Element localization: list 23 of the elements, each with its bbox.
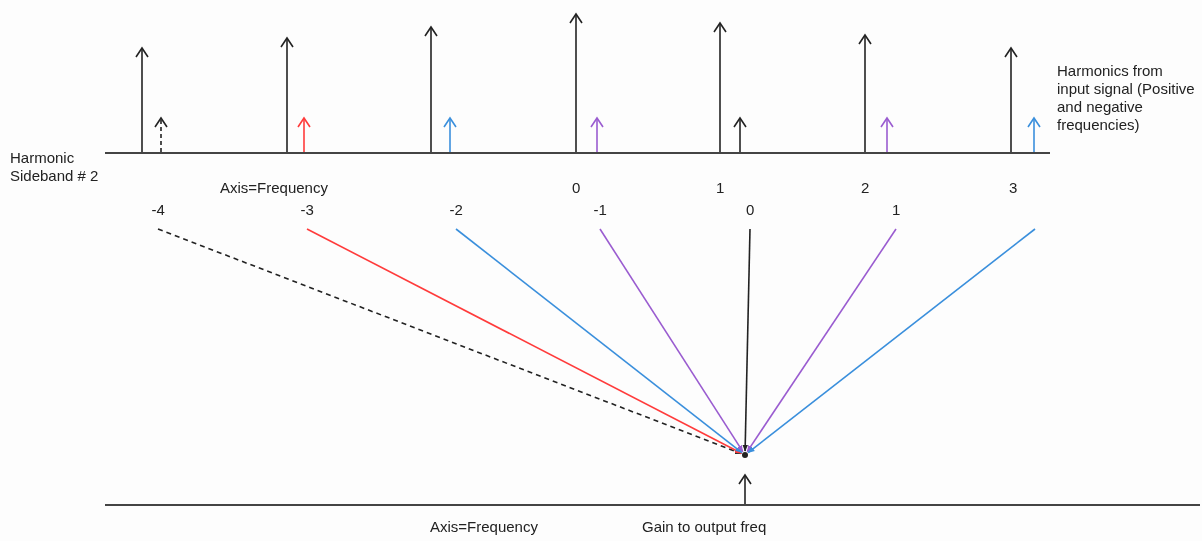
harmonic-number: 1: [716, 179, 725, 197]
sideband-number: -2: [449, 201, 463, 219]
harmonic-number: 0: [572, 179, 581, 197]
sideband-number: 0: [746, 201, 755, 219]
arrow: [306, 228, 743, 454]
harmonic-number: 3: [1009, 179, 1018, 197]
arrow: [747, 228, 1036, 454]
arrow: [455, 228, 743, 454]
sideband-number: -3: [300, 201, 314, 219]
annotation-text: Harmonics from input signal (Positive and negative frequencies): [1057, 62, 1196, 134]
annotation-text: Gain to output freq: [642, 518, 767, 536]
arrow: [157, 228, 743, 455]
arrow: [742, 228, 751, 452]
sideband-number: -4: [151, 201, 165, 219]
annotation-text: Axis=Frequency: [430, 518, 538, 536]
annotation-text: Axis=Frequency: [220, 179, 328, 197]
sideband-number: -1: [593, 201, 607, 219]
arrow: [746, 228, 897, 453]
convergence-point: [742, 452, 748, 458]
arrow: [599, 228, 744, 453]
annotation-text: Harmonic Sideband # 2: [10, 149, 100, 185]
harmonic-number: 2: [861, 179, 870, 197]
sideband-number: 1: [892, 201, 901, 219]
